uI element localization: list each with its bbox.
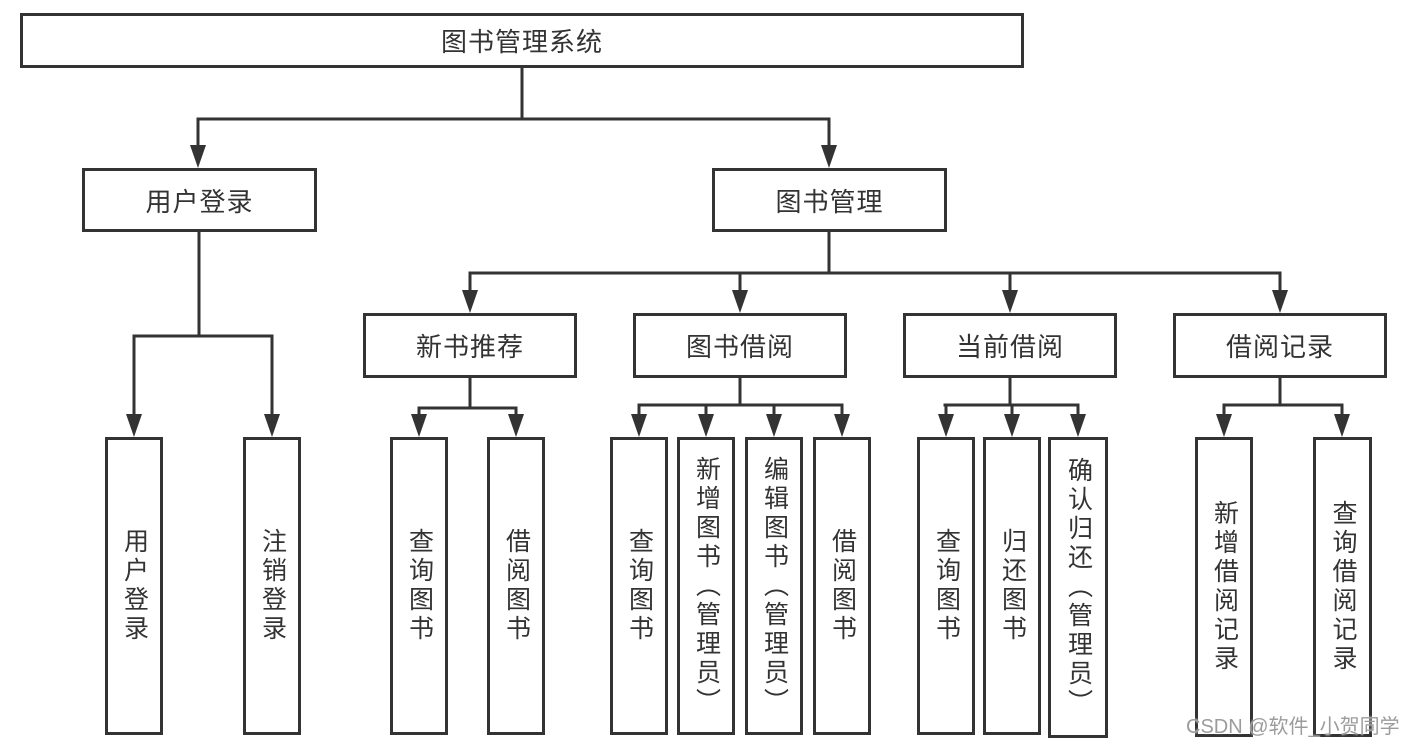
node-add-borrow-record: 新增借阅记录 <box>1195 437 1253 737</box>
node-add-books-admin: 新增图书（管理员） <box>677 437 735 735</box>
node-borrowing-records: 借阅记录 <box>1173 313 1387 378</box>
node-label: 图书借阅 <box>685 332 794 362</box>
node-label: 查询借阅记录 <box>1329 500 1357 674</box>
csdn-watermark: CSDN @软件_小贺同学 <box>1186 716 1400 738</box>
node-label: 图书管理 <box>775 186 884 217</box>
node-borrow-books: 借阅图书 <box>813 437 871 735</box>
node-label: 借阅图书 <box>502 528 531 644</box>
node-label: 归还图书 <box>998 528 1027 644</box>
node-label: 借阅记录 <box>1225 332 1334 362</box>
node-borrow-books-recommend: 借阅图书 <box>487 437 545 735</box>
node-edit-books-admin: 编辑图书（管理员） <box>745 437 803 735</box>
node-label: 新增图书（管理员） <box>692 455 721 717</box>
node-query-borrow-record: 查询借阅记录 <box>1313 437 1372 737</box>
node-label: 注销登录 <box>258 528 287 644</box>
node-label: 当前借阅 <box>955 332 1064 362</box>
node-current-borrowing: 当前借阅 <box>903 313 1117 378</box>
node-query-books-borrowing: 查询图书 <box>610 437 668 735</box>
node-user-login: 用户登录 <box>82 168 317 232</box>
node-new-book-recommendation: 新书推荐 <box>363 313 577 378</box>
node-query-books-current: 查询图书 <box>917 437 975 735</box>
node-label: 用户登录 <box>120 528 149 644</box>
node-return-books: 归还图书 <box>983 437 1041 735</box>
node-label: 新书推荐 <box>415 332 524 362</box>
node-book-management: 图书管理 <box>712 168 947 232</box>
node-label: 编辑图书（管理员） <box>760 455 789 717</box>
node-label: 确认归还（管理员） <box>1064 457 1093 718</box>
node-label: 查询图书 <box>625 528 654 644</box>
node-label: 借阅图书 <box>828 528 857 644</box>
node-book-borrowing: 图书借阅 <box>633 313 847 378</box>
node-label: 图书管理系统 <box>440 27 603 57</box>
node-query-books-recommend: 查询图书 <box>390 437 448 735</box>
node-label: 查询图书 <box>405 528 434 644</box>
node-label: 查询图书 <box>932 528 961 644</box>
node-logout-action: 注销登录 <box>243 437 301 735</box>
node-label: 新增借阅记录 <box>1210 500 1239 674</box>
node-label: 用户登录 <box>145 186 254 217</box>
node-library-management-system: 图书管理系统 <box>20 13 1024 68</box>
node-confirm-return-admin: 确认归还（管理员） <box>1048 437 1108 738</box>
node-user-login-action: 用户登录 <box>105 437 163 735</box>
